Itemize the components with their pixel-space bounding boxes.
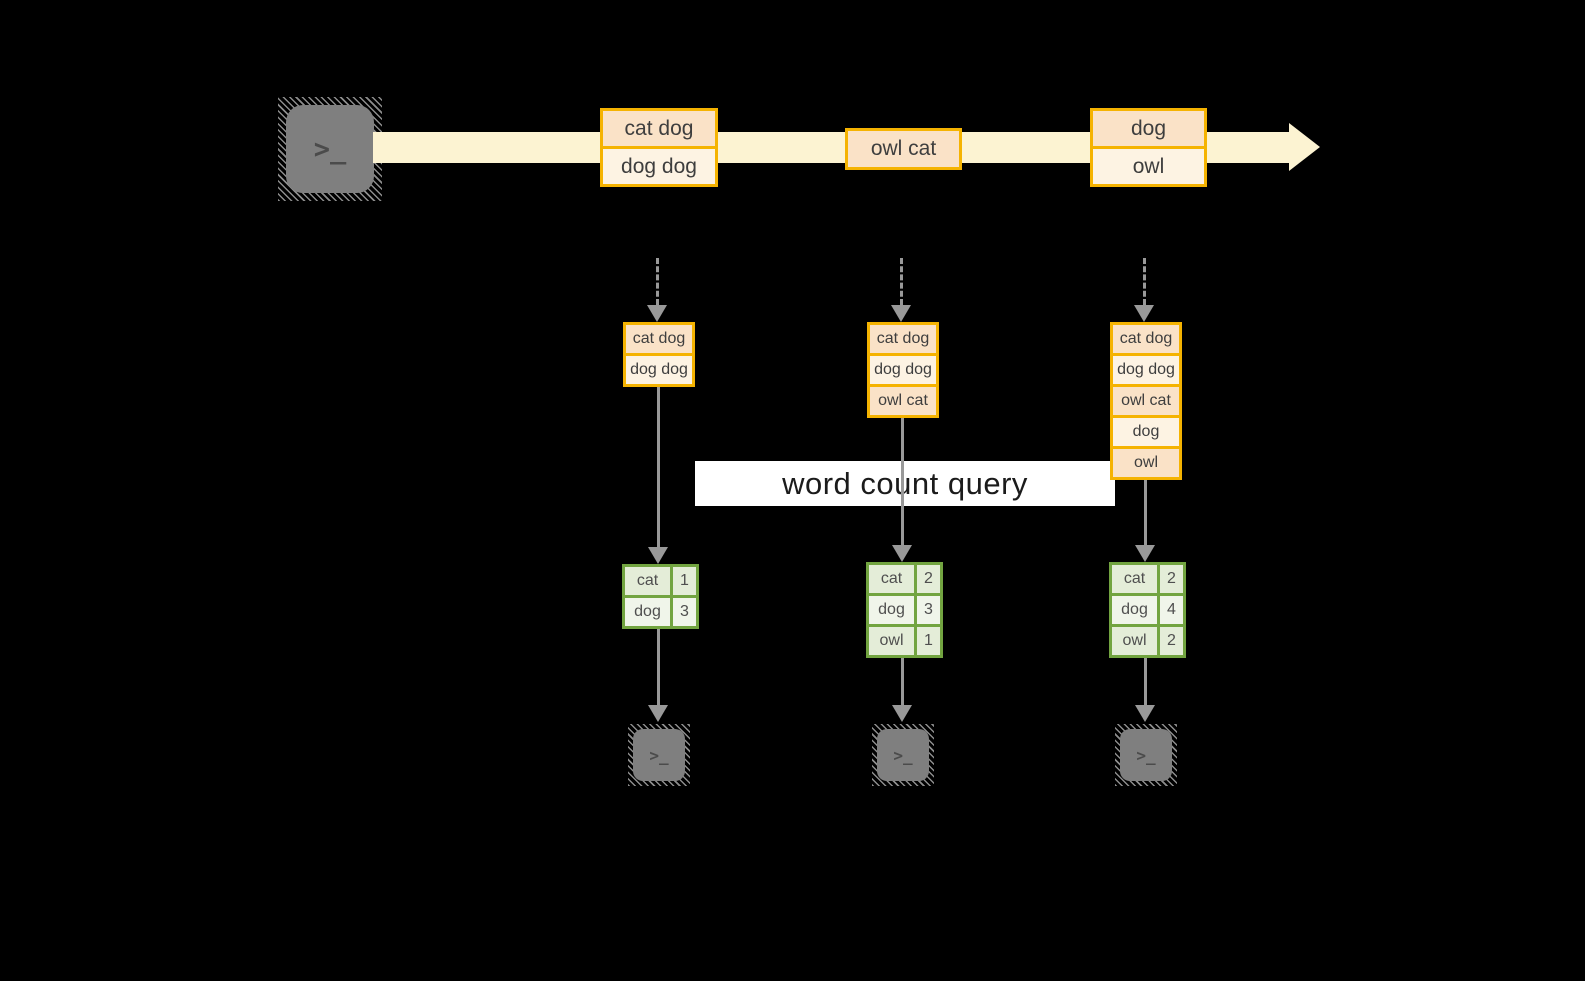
stream-event-box-3: dog owl xyxy=(1090,108,1207,187)
buffer-cell: cat dog xyxy=(870,325,936,353)
connector-line xyxy=(657,629,660,706)
terminal-prompt-glyph: >_ xyxy=(633,729,685,781)
arrow-down-icon xyxy=(891,305,911,322)
connector-line xyxy=(1144,658,1147,706)
stream-event-box-2: owl cat xyxy=(845,128,962,170)
query-label: word count query xyxy=(782,465,1028,501)
count-word: owl xyxy=(869,627,914,655)
arrow-down-icon xyxy=(1135,705,1155,722)
terminal-prompt-glyph: >_ xyxy=(877,729,929,781)
terminal-sink-icon: >_ xyxy=(872,724,934,786)
count-value: 1 xyxy=(917,627,940,655)
buffer-stack-2: cat dog dog dog owl cat xyxy=(867,322,939,418)
count-value: 3 xyxy=(917,596,940,624)
event-cell: dog dog xyxy=(603,149,715,184)
arrow-down-icon xyxy=(892,545,912,562)
count-table-2: cat 2 dog 3 owl 1 xyxy=(866,562,943,658)
arrow-down-icon xyxy=(648,547,668,564)
buffer-cell: owl xyxy=(1113,449,1179,477)
event-cell: owl xyxy=(1093,149,1204,184)
stream-arrowhead-icon xyxy=(1289,123,1320,171)
terminal-prompt-glyph: >_ xyxy=(286,105,374,193)
arrow-down-icon xyxy=(647,305,667,322)
buffer-cell: owl cat xyxy=(870,387,936,415)
terminal-sink-icon: >_ xyxy=(628,724,690,786)
buffer-cell: dog xyxy=(1113,418,1179,446)
buffer-stack-1: cat dog dog dog xyxy=(623,322,695,387)
count-value: 2 xyxy=(1160,627,1183,655)
event-cell: cat dog xyxy=(603,111,715,146)
arrow-down-icon xyxy=(892,705,912,722)
connector-line xyxy=(1144,480,1147,546)
event-cell: owl cat xyxy=(848,131,959,167)
count-value: 2 xyxy=(917,565,940,593)
arrow-down-icon xyxy=(1135,545,1155,562)
arrow-down-icon xyxy=(1134,305,1154,322)
count-word: dog xyxy=(869,596,914,624)
terminal-prompt-glyph: >_ xyxy=(1120,729,1172,781)
dashed-arrow-line xyxy=(656,258,659,305)
connector-line xyxy=(901,418,904,546)
count-value: 1 xyxy=(673,567,696,595)
count-word: cat xyxy=(869,565,914,593)
count-value: 4 xyxy=(1160,596,1183,624)
count-word: cat xyxy=(1112,565,1157,593)
count-table-3: cat 2 dog 4 owl 2 xyxy=(1109,562,1186,658)
buffer-cell: dog dog xyxy=(626,356,692,384)
count-value: 3 xyxy=(673,598,696,626)
buffer-cell: dog dog xyxy=(870,356,936,384)
terminal-source-icon: >_ xyxy=(278,97,382,201)
arrow-down-icon xyxy=(648,705,668,722)
buffer-cell: owl cat xyxy=(1113,387,1179,415)
terminal-sink-icon: >_ xyxy=(1115,724,1177,786)
query-label-band: word count query xyxy=(695,461,1115,506)
buffer-stack-3: cat dog dog dog owl cat dog owl xyxy=(1110,322,1182,480)
stream-event-box-1: cat dog dog dog xyxy=(600,108,718,187)
count-word: owl xyxy=(1112,627,1157,655)
buffer-cell: dog dog xyxy=(1113,356,1179,384)
count-value: 2 xyxy=(1160,565,1183,593)
buffer-cell: cat dog xyxy=(626,325,692,353)
buffer-cell: cat dog xyxy=(1113,325,1179,353)
connector-line xyxy=(657,387,660,548)
dashed-arrow-line xyxy=(900,258,903,305)
count-word: dog xyxy=(1112,596,1157,624)
connector-line xyxy=(901,658,904,706)
event-cell: dog xyxy=(1093,111,1204,146)
count-word: dog xyxy=(625,598,670,626)
dashed-arrow-line xyxy=(1143,258,1146,305)
count-word: cat xyxy=(625,567,670,595)
count-table-1: cat 1 dog 3 xyxy=(622,564,699,629)
